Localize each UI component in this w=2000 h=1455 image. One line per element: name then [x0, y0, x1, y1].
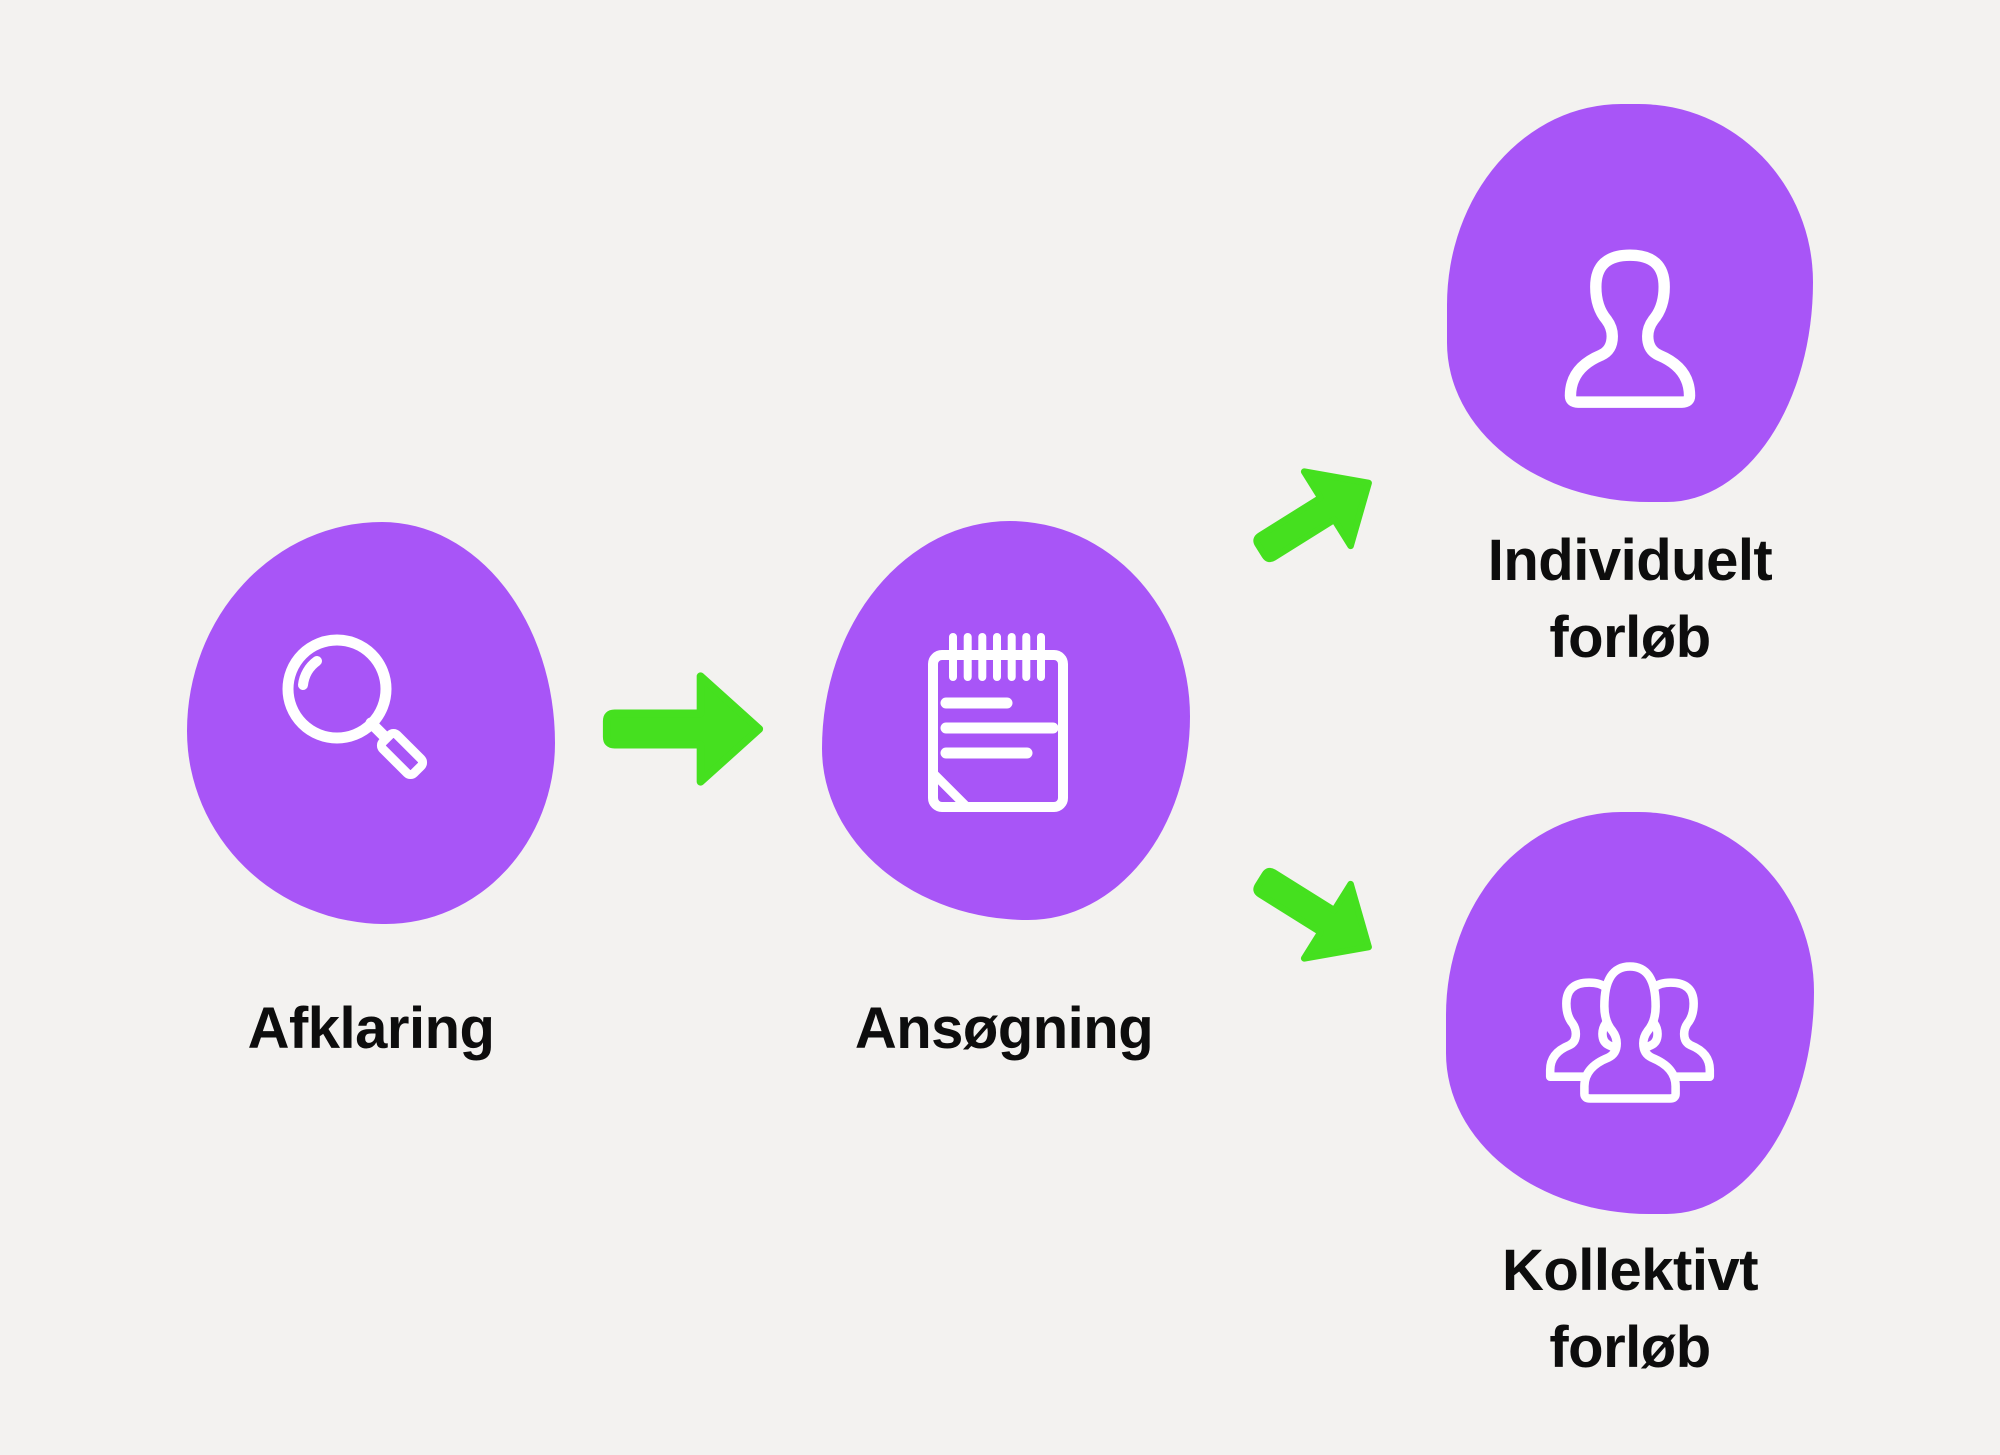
magnifier-icon [282, 634, 428, 780]
step-bubble-ansoegning [822, 521, 1190, 920]
people-group-icon [1545, 961, 1715, 1103]
arrow-right-icon [599, 669, 767, 789]
notepad-icon [928, 633, 1068, 812]
arrow-down-right-icon [1237, 849, 1393, 977]
step-label-ansoegning: Ansøgning [854, 996, 1154, 1061]
arrow-up-right-icon [1237, 452, 1393, 580]
step-label-afklaring: Afklaring [247, 996, 495, 1061]
step-bubble-kollektivt [1446, 812, 1814, 1214]
step-bubble-afklaring [187, 522, 555, 924]
step-bubble-individuelt [1447, 104, 1813, 502]
step-label-kollektivt: Kollektivt forløb [1501, 1238, 1759, 1381]
step-label-individuelt: Individuelt forløb [1487, 528, 1773, 671]
person-icon [1564, 249, 1696, 408]
